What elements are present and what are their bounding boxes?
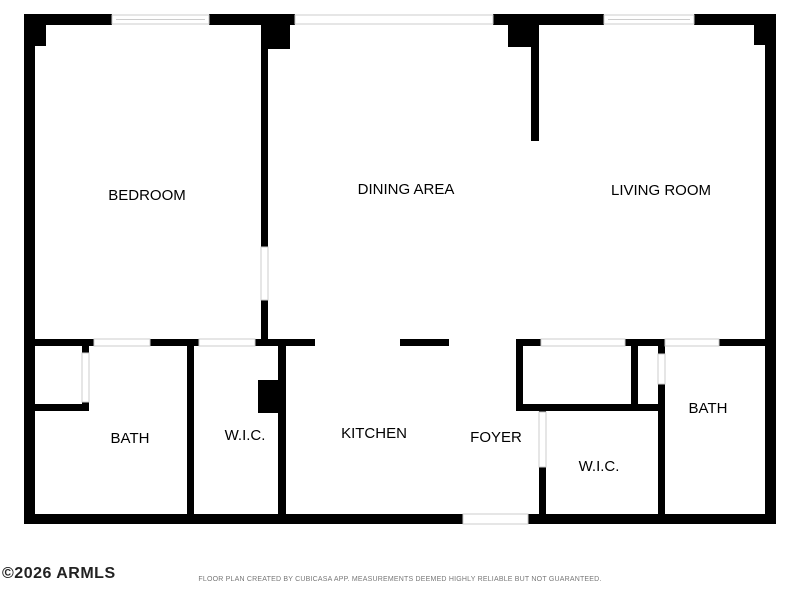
disclaimer: FLOOR PLAN CREATED BY CUBICASA APP. MEAS… — [198, 576, 601, 583]
watermark: ©2026 ARMLS — [2, 565, 116, 582]
room-label-kitchen: KITCHEN — [341, 425, 407, 442]
room-label-dining-area: DINING AREA — [358, 181, 455, 198]
room-label-living-room: LIVING ROOM — [611, 182, 711, 199]
walls — [24, 14, 776, 524]
room-label-bath-right: BATH — [689, 400, 728, 417]
door-opening — [538, 411, 547, 468]
entry-door-opening — [462, 513, 529, 525]
room-labels: BEDROOM DINING AREA LIVING ROOM BATH W.I… — [108, 181, 727, 475]
room-label-wic-right: W.I.C. — [579, 458, 620, 475]
door-opening — [657, 353, 666, 385]
room-label-foyer: FOYER — [470, 429, 522, 446]
door-opening — [664, 338, 720, 347]
door-opening — [540, 338, 626, 347]
room-label-bedroom: BEDROOM — [108, 187, 186, 204]
door-opening — [198, 338, 256, 347]
window — [294, 14, 494, 25]
room-label-wic-left: W.I.C. — [225, 427, 266, 444]
room-label-bath-left: BATH — [111, 430, 150, 447]
door-opening — [81, 352, 90, 403]
openings — [81, 14, 720, 525]
door-opening — [260, 246, 269, 301]
door-opening — [93, 338, 151, 347]
